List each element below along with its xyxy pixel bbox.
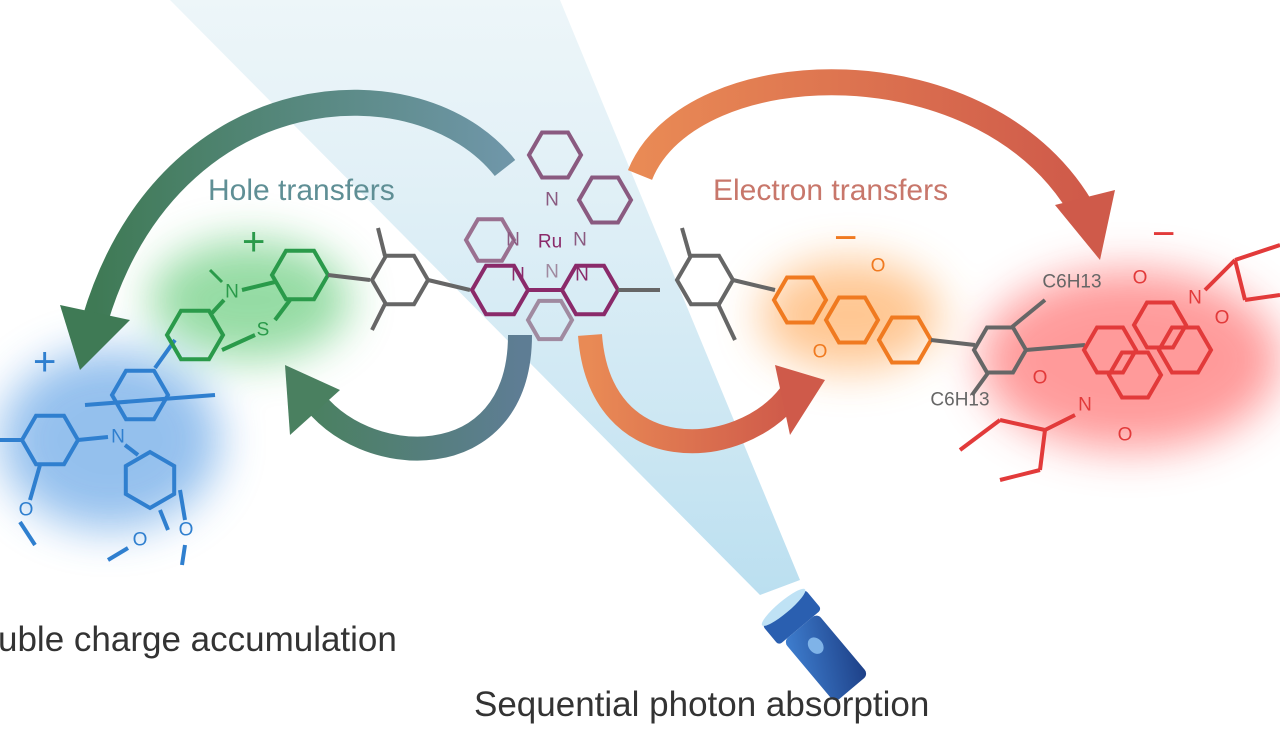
atom-label-o1: O bbox=[19, 500, 34, 521]
bond bbox=[18, 520, 37, 547]
bond bbox=[376, 227, 387, 257]
hole-transfers-label: Hole transfers bbox=[208, 174, 395, 207]
ring-ptz-left bbox=[164, 308, 226, 362]
ring-aq-right bbox=[876, 315, 934, 365]
bond bbox=[1025, 343, 1086, 352]
atom-label-ru: Ru bbox=[538, 232, 562, 253]
atom-label-ru_n2: N bbox=[573, 230, 587, 251]
bond bbox=[1234, 243, 1280, 262]
charge-accumulation-label: uble charge accumulation bbox=[0, 620, 397, 659]
atom-label-hexyl2: C6H13 bbox=[930, 390, 989, 411]
atom-label-ru_n3: N bbox=[545, 190, 559, 211]
ring-aq-center bbox=[823, 295, 881, 345]
bond bbox=[327, 273, 371, 282]
light-beam bbox=[170, 0, 800, 595]
atom-label-ru_n1: N bbox=[506, 230, 520, 251]
atom-label-ndi_n1: N bbox=[1188, 288, 1202, 309]
bond bbox=[28, 464, 42, 501]
bond bbox=[221, 333, 256, 352]
atom-label-tpa_n: N bbox=[111, 427, 125, 448]
bond bbox=[241, 280, 276, 292]
ring-aq-left bbox=[771, 275, 829, 325]
bond bbox=[123, 443, 140, 457]
bond bbox=[208, 268, 224, 284]
ring-mesityl-right bbox=[674, 253, 736, 307]
atom-label-ndi_n2: N bbox=[1078, 395, 1092, 416]
bond bbox=[999, 418, 1046, 432]
charge-plus-ptz: + bbox=[242, 220, 266, 264]
atom-label-ptz_s: S bbox=[257, 320, 270, 341]
bond bbox=[1044, 413, 1076, 432]
bond bbox=[958, 418, 1002, 452]
ring-mesityl-left bbox=[369, 253, 431, 307]
ring-ndi-4 bbox=[1156, 325, 1214, 375]
atom-label-ru_n6: N bbox=[575, 265, 589, 286]
electron-transfers-label: Electron transfers bbox=[713, 174, 949, 207]
atom-label-ru_n4: N bbox=[511, 265, 525, 286]
ring-donor-lower bbox=[123, 449, 177, 511]
ring-bpy-left bbox=[469, 263, 531, 317]
atom-label-ptz_n: N bbox=[225, 282, 239, 303]
ring-ndi-1 bbox=[1081, 325, 1139, 375]
atom-label-aq_o2: O bbox=[813, 342, 828, 363]
bond bbox=[210, 298, 226, 315]
bond bbox=[427, 278, 471, 292]
ring-ptz-right bbox=[269, 248, 331, 302]
bond bbox=[1038, 429, 1047, 471]
bond bbox=[970, 371, 990, 397]
bond bbox=[178, 489, 187, 521]
bond bbox=[370, 303, 387, 331]
atom-label-o3: O bbox=[133, 530, 148, 551]
atom-label-ndi_o1: O bbox=[1133, 268, 1148, 289]
photon-absorption-label: Sequential photon absorption bbox=[474, 685, 930, 724]
electron-transfer-arrow-large bbox=[627, 69, 1115, 260]
bond bbox=[930, 338, 976, 347]
bond bbox=[732, 278, 776, 292]
ring-donor-central bbox=[109, 368, 171, 422]
flashlight-icon bbox=[761, 588, 867, 701]
charge-minus-ndi: − bbox=[1152, 212, 1176, 256]
electron-transfer-arrow-small bbox=[578, 333, 825, 454]
ring-bpy-top2 bbox=[576, 175, 634, 225]
atom-label-ndi_o2: O bbox=[1215, 308, 1230, 329]
ring-ndi-3 bbox=[1106, 350, 1164, 400]
hole-transfer-arrow-small bbox=[285, 334, 532, 461]
ring-ndi-2 bbox=[1131, 300, 1189, 350]
bond bbox=[680, 227, 692, 257]
charge-plus-donor: + bbox=[33, 340, 57, 384]
bond bbox=[84, 393, 216, 407]
atom-label-ru_n5: N bbox=[545, 262, 559, 283]
ring-bpy-back2 bbox=[525, 298, 575, 342]
ring-bpy-top1 bbox=[526, 130, 584, 180]
atom-label-ndi_o3: O bbox=[1033, 368, 1048, 389]
atom-label-ndi_o4: O bbox=[1118, 425, 1133, 446]
bond bbox=[1244, 293, 1280, 302]
bond bbox=[999, 468, 1041, 482]
atom-label-o2: O bbox=[179, 520, 194, 541]
bond bbox=[1233, 259, 1247, 301]
bond bbox=[180, 544, 187, 566]
hole-transfer-arrow-large bbox=[60, 89, 516, 370]
bond bbox=[1203, 258, 1237, 292]
atom-label-hexyl1: C6H13 bbox=[1042, 272, 1101, 293]
bond bbox=[77, 435, 109, 442]
bond bbox=[158, 509, 170, 531]
bond bbox=[273, 298, 292, 322]
atom-label-aq_o1: O bbox=[871, 256, 886, 277]
charge-minus-aq: − bbox=[834, 216, 858, 260]
bond bbox=[106, 546, 130, 562]
ring-bpy-back1 bbox=[463, 217, 517, 263]
bond bbox=[716, 303, 737, 341]
bond bbox=[1010, 298, 1047, 329]
